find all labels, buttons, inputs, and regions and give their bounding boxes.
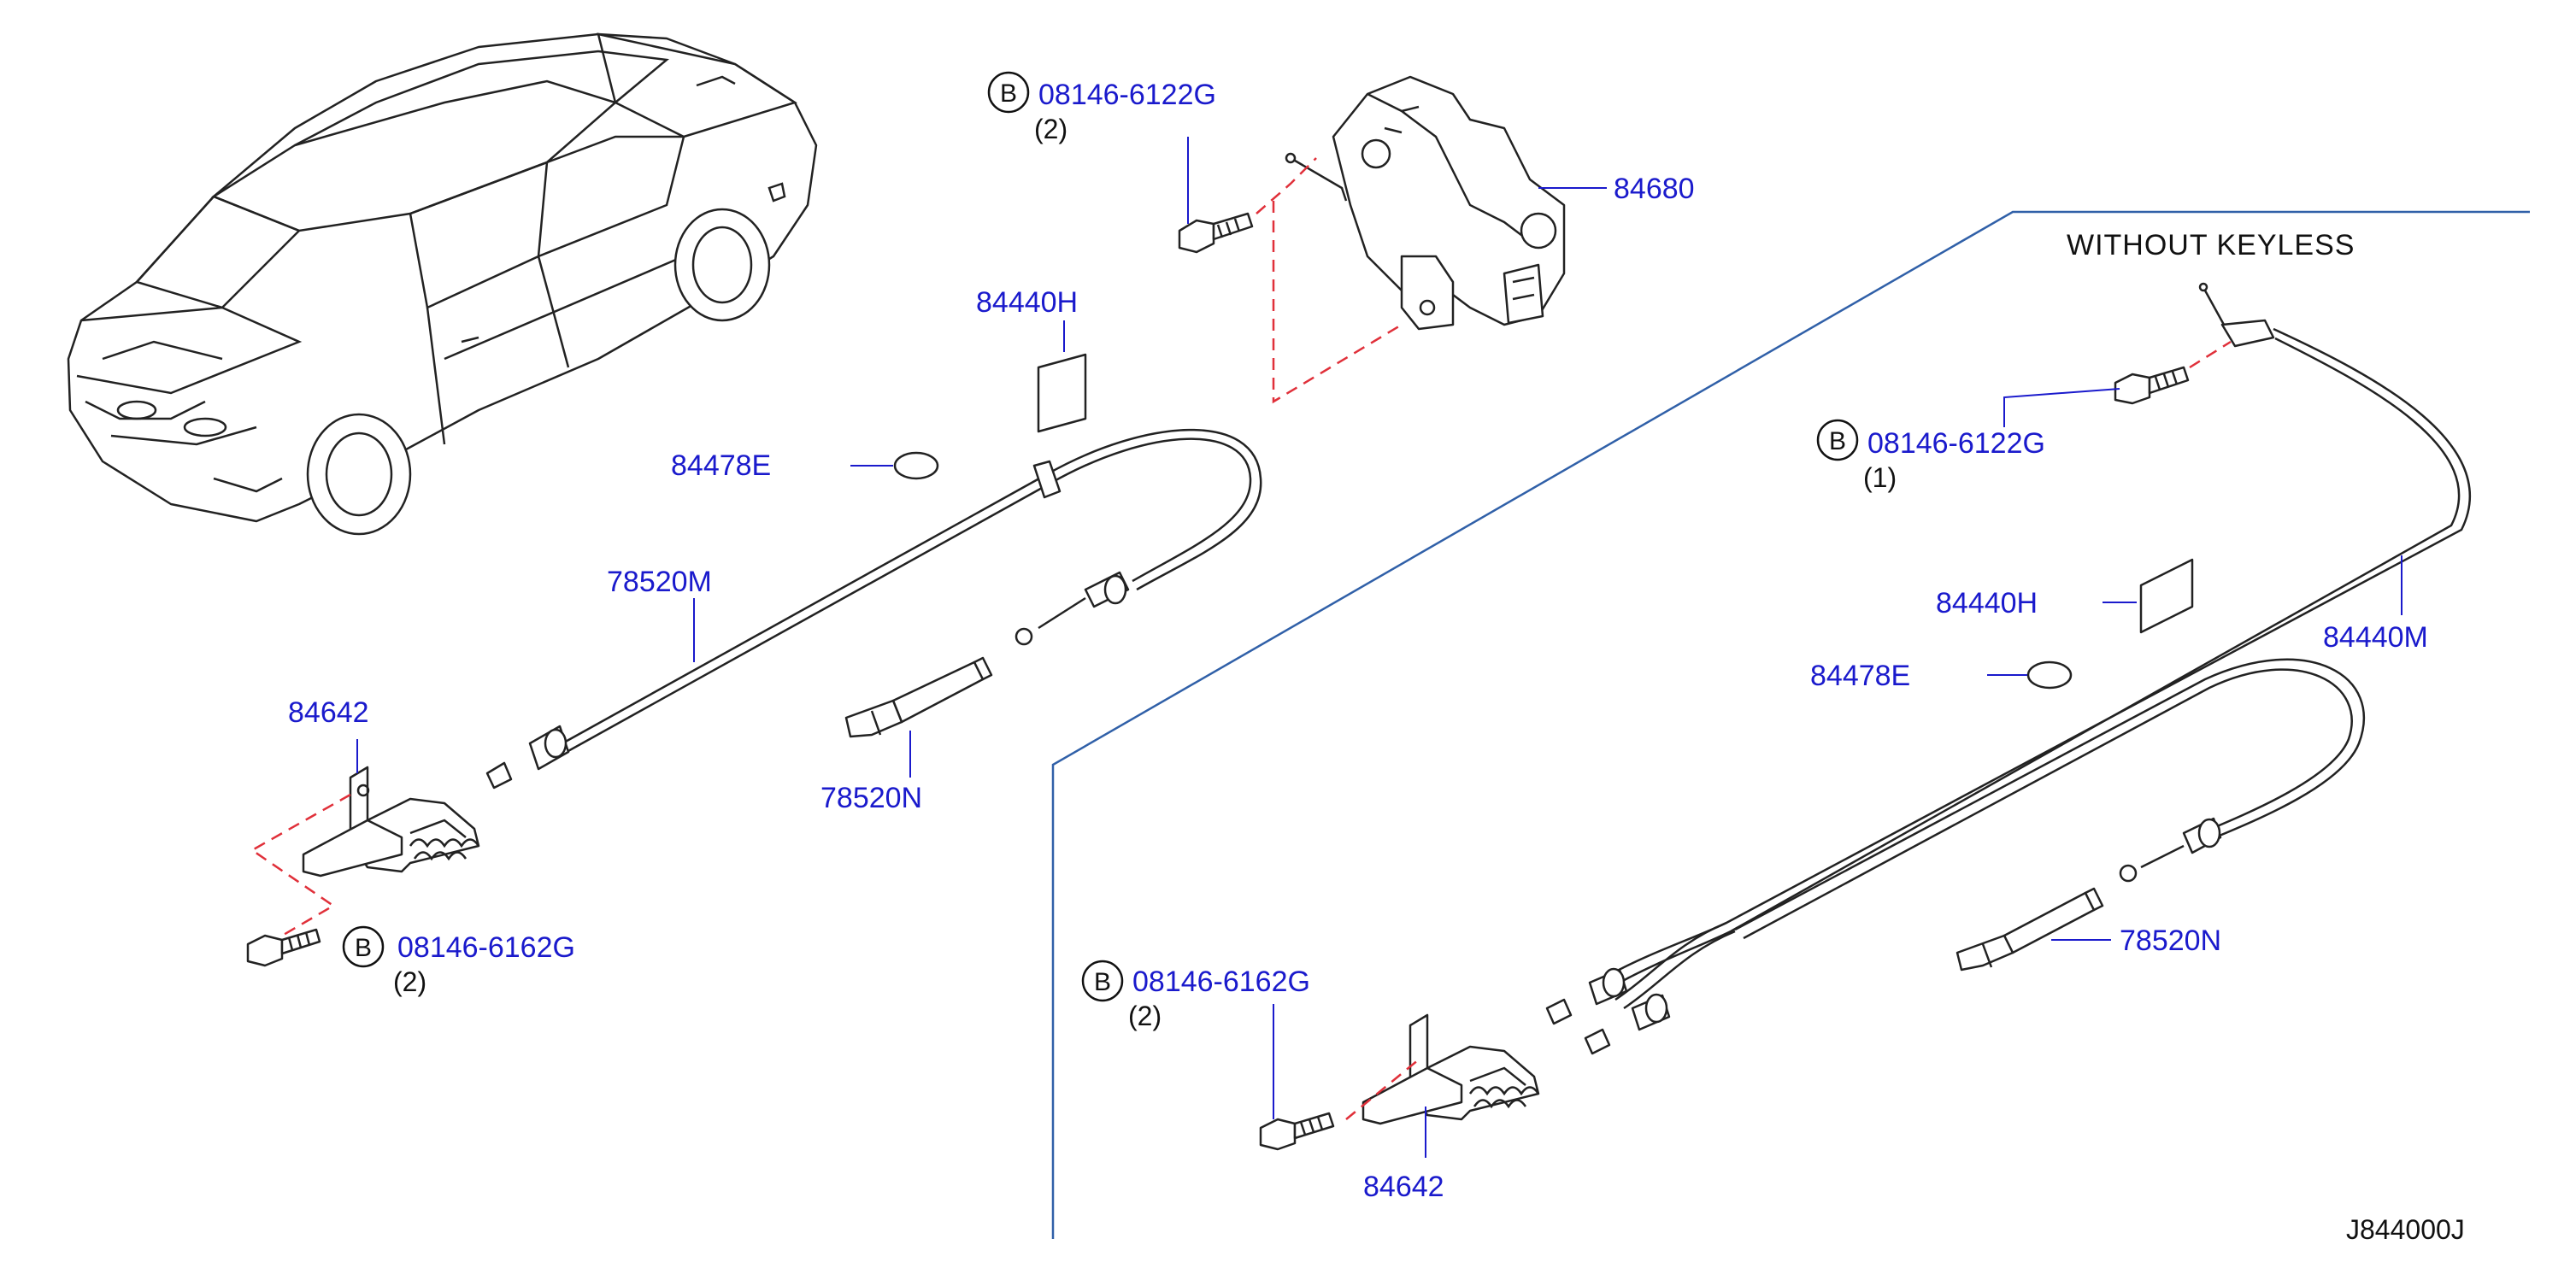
section-label: WITHOUT KEYLESS: [2067, 229, 2355, 261]
install-line-striker-left: [250, 793, 351, 937]
label-plate-left: [1037, 353, 1087, 433]
bolt-top: [1178, 212, 1254, 254]
callout-cable-right: 84440M: [2323, 621, 2428, 654]
bolt-bottom-right: [1259, 1112, 1335, 1151]
car-illustration: [67, 32, 818, 536]
bolt-marker-top: B: [987, 71, 1030, 114]
callout-bolt-bottom-left-number: 08146-6162G: [397, 931, 575, 964]
handle-left: [844, 656, 993, 738]
reference-code: J844000J: [2346, 1214, 2465, 1245]
bolt-marker-right: B: [1816, 419, 1859, 461]
callout-bolt-top-number: 08146-6122G: [1038, 79, 1216, 111]
svg-text:B: B: [355, 934, 372, 962]
cable-left: [485, 428, 1262, 790]
callout-bolt-top-qty: (2): [1034, 114, 1067, 144]
callout-striker-right: 84642: [1363, 1171, 1444, 1203]
svg-text:B: B: [1000, 79, 1017, 108]
install-line-striker-right: [1345, 1059, 1420, 1120]
bolt-marker-bottom-left: B: [342, 925, 385, 968]
install-line-actuator: [1272, 201, 1403, 404]
callout-bolt-bottom-left-qty: (2): [393, 966, 426, 997]
cable-right: [1545, 282, 2472, 1055]
handle-right: [1956, 887, 2104, 972]
label-plate-right: [2139, 558, 2194, 634]
callout-bolt-right-qty: (1): [1863, 462, 1897, 493]
callout-handle-right: 78520N: [2120, 925, 2221, 957]
striker-right: [1362, 1013, 1540, 1125]
seal-right: [2026, 660, 2073, 690]
striker-left: [302, 766, 480, 878]
callout-bolt-right-number: 08146-6122G: [1867, 427, 2045, 460]
trunk-lock-actuator: [1285, 75, 1566, 331]
callout-label-right: 84440H: [1936, 587, 2038, 619]
seal-left: [893, 451, 939, 480]
callout-bolt-bottom-right-number: 08146-6162G: [1132, 966, 1310, 998]
callout-trunk-lock-actuator: 84680: [1614, 173, 1695, 205]
section-divider: [1051, 210, 2530, 1239]
bolt-right: [2114, 366, 2190, 405]
svg-text:B: B: [1094, 968, 1111, 996]
install-line-bolt-right: [2189, 340, 2232, 369]
callout-seal-right: 84478E: [1810, 660, 1910, 692]
callout-seal-left: 84478E: [671, 449, 771, 482]
bolt-marker-bottom-right: B: [1081, 960, 1124, 1002]
callout-label-left: 84440H: [976, 286, 1078, 319]
callout-cable-left: 78520M: [607, 566, 712, 598]
leader-bolt-right: [2003, 388, 2120, 427]
svg-text:B: B: [1829, 427, 1846, 455]
bolt-bottom-left: [246, 928, 321, 967]
install-line-bolt-top: [1256, 157, 1317, 214]
callout-handle-left: 78520N: [820, 782, 922, 814]
callout-striker-left: 84642: [288, 696, 369, 729]
callout-bolt-bottom-right-qty: (2): [1128, 1001, 1162, 1031]
